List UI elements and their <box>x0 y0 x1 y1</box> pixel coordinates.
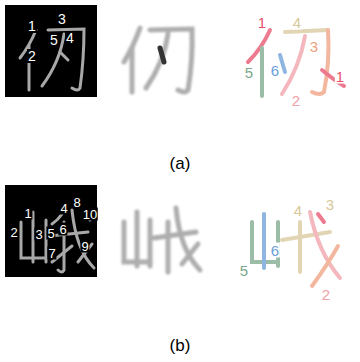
stroke-number: 4 <box>293 203 303 218</box>
callout-number: 7 <box>47 247 56 260</box>
subfigure-label: (b) <box>169 337 192 354</box>
stroke-number: 2 <box>291 93 301 108</box>
stroke-number: 6 <box>270 243 280 258</box>
character-grey <box>124 208 200 272</box>
stroke-number: 6 <box>270 63 280 78</box>
stroke-number: 5 <box>239 263 249 278</box>
callout-number: 5 <box>46 227 55 240</box>
character-grey <box>124 28 192 92</box>
callout-number: 2 <box>27 49 37 63</box>
stroke-number: 3 <box>325 197 335 212</box>
subfigure-label: (a) <box>169 155 192 172</box>
callout-number: 10 <box>82 208 98 221</box>
coloured-strokes <box>248 30 344 96</box>
stroke-number: 5 <box>244 65 254 80</box>
character-strokes <box>20 29 84 90</box>
callout-number: 2 <box>9 226 18 239</box>
dark-stroke <box>160 48 164 62</box>
stroke-number: 1 <box>257 15 267 30</box>
coloured-strokes <box>252 212 340 286</box>
stroke-number: 3 <box>309 39 319 54</box>
callout-number: 3 <box>57 12 67 26</box>
stroke-number: 1 <box>335 69 345 84</box>
callout-number: 6 <box>58 223 67 236</box>
stroke-number: 2 <box>321 287 331 302</box>
black-panel <box>5 5 97 97</box>
callout-number: 1 <box>27 19 37 33</box>
callout-number: 4 <box>59 202 68 215</box>
callout-number: 1 <box>23 207 32 220</box>
callout-number: 4 <box>65 31 75 45</box>
stroke-number: 4 <box>292 15 302 30</box>
callout-number: 8 <box>72 196 81 209</box>
callout-number: 9 <box>80 240 89 253</box>
black-panel <box>5 185 97 277</box>
callout-number: 3 <box>34 228 43 241</box>
callout-number: 5 <box>49 33 59 47</box>
